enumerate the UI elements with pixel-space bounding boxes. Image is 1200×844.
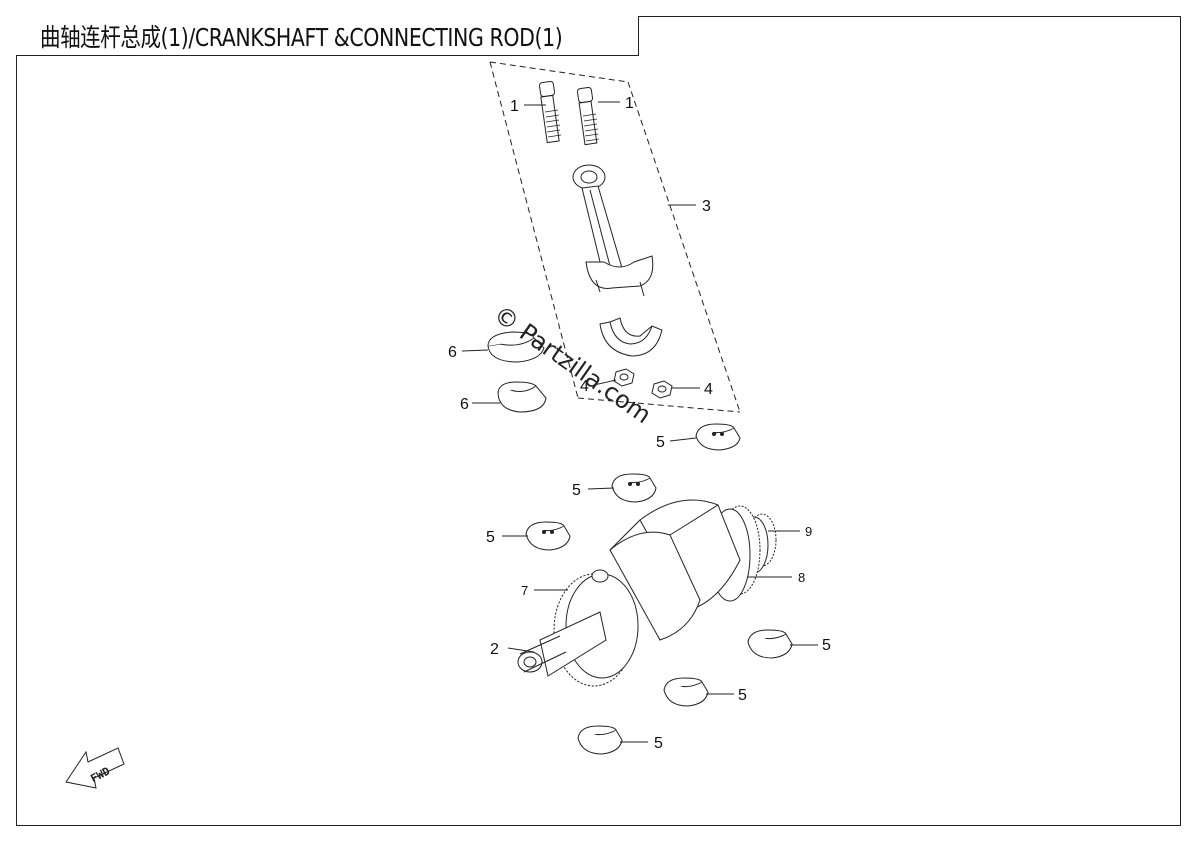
rod-bolt-left: [538, 80, 562, 144]
main-bearing-5: [663, 677, 709, 707]
forward-arrow-icon: [65, 747, 125, 789]
callout-6-lower: 6: [460, 396, 469, 413]
callout-8: 8: [798, 570, 805, 585]
callout-2: 2: [490, 641, 499, 658]
main-bearing-1: [695, 423, 741, 451]
connecting-rod-group-frame: [489, 61, 741, 413]
main-bearing-4: [747, 629, 793, 659]
callout-7: 7: [521, 583, 528, 598]
callout-6-upper: 6: [448, 344, 457, 361]
rod-nut-left: [613, 368, 635, 387]
callout-5-b: 5: [572, 482, 581, 499]
callout-5-c: 5: [486, 529, 495, 546]
callout-5-a: 5: [656, 434, 665, 451]
callout-5-d: 5: [822, 637, 831, 654]
rod-nut-right: [651, 380, 673, 399]
title-box: 曲轴连杆总成(1)/CRANKSHAFT &CONNECTING ROD(1): [16, 16, 639, 56]
rod-bolt-right: [576, 86, 600, 146]
callout-4-right: 4: [704, 381, 713, 398]
callout-1-left: 1: [510, 98, 519, 115]
page-title: 曲轴连杆总成(1)/CRANKSHAFT &CONNECTING ROD(1): [40, 22, 563, 52]
rod-cap: [599, 317, 663, 357]
main-bearing-3: [525, 521, 571, 551]
callout-5-f: 5: [654, 735, 663, 752]
main-bearing-6: [577, 725, 623, 755]
callout-4-left: 4: [580, 378, 589, 395]
main-bearing-2: [611, 473, 657, 503]
rod-bearing-upper: [487, 331, 545, 363]
connecting-rod: [572, 164, 654, 297]
callout-1-right: 1: [625, 95, 634, 112]
callout-3: 3: [702, 198, 711, 215]
callout-5-e: 5: [738, 687, 747, 704]
rod-bearing-lower: [497, 381, 547, 413]
crankshaft: [517, 499, 777, 687]
leader-lines: [461, 101, 818, 743]
callout-9: 9: [805, 524, 812, 539]
